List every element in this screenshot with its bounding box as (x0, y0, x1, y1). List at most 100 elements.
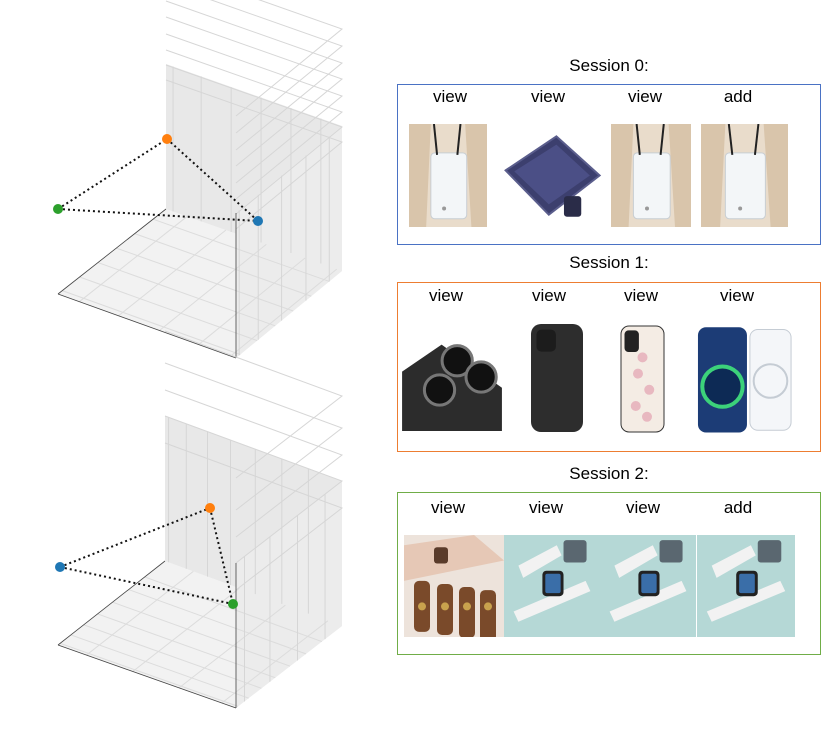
shape (430, 152, 468, 220)
product-thumbnail (404, 535, 504, 642)
product-thumbnail (701, 123, 788, 227)
shape (441, 602, 449, 611)
clear-phone-case-image (497, 124, 605, 227)
y-axis-line (57, 644, 237, 709)
product-thumbnail (530, 323, 584, 433)
shape (642, 411, 652, 422)
product-thumbnail (697, 535, 795, 637)
shape (442, 206, 447, 211)
shape (464, 360, 498, 394)
shape (632, 152, 671, 220)
shape (701, 124, 726, 227)
embedding-plots (53, 0, 344, 709)
shape (706, 580, 786, 622)
session-title: Session 0: (569, 56, 649, 75)
shape (752, 363, 789, 399)
action-label: add (723, 87, 753, 106)
data-point-1 (162, 134, 172, 144)
floor-grid-y (178, 604, 286, 689)
floor-grid-y (118, 229, 227, 317)
floor-grid-x (79, 276, 258, 342)
shape (645, 206, 649, 211)
shape (418, 602, 426, 611)
floor-grid-y (198, 257, 306, 345)
product-thumbnail (611, 123, 691, 227)
data-point-0 (55, 562, 65, 572)
y-axis-line (57, 293, 237, 359)
shape (763, 124, 788, 227)
action-label: view (428, 286, 463, 305)
action-label: view (623, 286, 658, 305)
x-axis-line (57, 208, 167, 295)
crossbody-phone-case-image (409, 123, 487, 227)
wall-grid-z (165, 49, 344, 200)
shape (465, 124, 487, 227)
shape (434, 547, 448, 564)
shape (409, 124, 431, 227)
clear-magsafe-case-image (696, 325, 794, 437)
shape (563, 196, 582, 217)
back-right-pane (236, 481, 342, 708)
shape (633, 368, 643, 379)
white-watch-band-image (600, 535, 696, 637)
distance-line (209, 507, 234, 605)
wall-grid-z (164, 389, 344, 538)
floor-grid-x (97, 262, 276, 327)
shape (757, 540, 782, 563)
crossbody-phone-case-image (701, 123, 788, 227)
shape (659, 540, 683, 563)
product-thumbnail (696, 325, 794, 437)
wall-grid-z (164, 442, 344, 591)
wall-grid-z (165, 64, 344, 215)
data-point-1 (205, 503, 215, 513)
distance-line (57, 138, 168, 210)
shape (432, 123, 439, 156)
shape (611, 124, 634, 227)
camera-lens-protector-image (400, 323, 504, 431)
floor-grid-y (86, 571, 194, 656)
wall-grid-z (164, 415, 344, 564)
distance-line (59, 507, 211, 568)
shape (753, 123, 760, 156)
floor-grid-y (79, 216, 188, 303)
watch-band-charms-image (404, 535, 504, 642)
white-watch-band-image (504, 535, 600, 637)
floor-grid-x (152, 218, 330, 282)
product-thumbnail (504, 535, 600, 637)
shape (422, 373, 457, 407)
wall-grid-z (209, 0, 344, 134)
data-point-0 (253, 216, 263, 226)
shape (739, 573, 755, 594)
action-label: view (528, 498, 563, 517)
shape (609, 580, 687, 622)
session-title: Session 1: (569, 253, 649, 272)
session-title: Session 2: (569, 464, 649, 483)
shape (659, 123, 665, 156)
wall-grid-z (165, 16, 344, 167)
wall-grid-z (235, 0, 344, 117)
crossbody-phone-case-image (611, 123, 691, 227)
shape (630, 401, 641, 411)
shape (545, 573, 561, 594)
floor-grid-x (62, 290, 241, 355)
wall-grid-z (164, 362, 344, 511)
shape (668, 124, 691, 227)
distance-line (57, 208, 259, 222)
shape (738, 206, 743, 211)
shape (518, 545, 562, 578)
shape (456, 123, 462, 156)
action-label: view (530, 87, 565, 106)
shape (513, 580, 591, 622)
wall-grid-z (165, 33, 344, 184)
shape (635, 123, 641, 156)
floor-grid-x (116, 247, 294, 312)
wall-grid-z (164, 330, 344, 479)
floor-grid-y (230, 268, 338, 357)
floor-grid-y (159, 243, 267, 331)
data-point-2 (228, 599, 238, 609)
floor-grid-x (128, 589, 307, 655)
floor-grid-x (59, 642, 239, 707)
action-label: view (719, 286, 754, 305)
shape (749, 328, 792, 431)
product-thumbnail (409, 123, 487, 227)
